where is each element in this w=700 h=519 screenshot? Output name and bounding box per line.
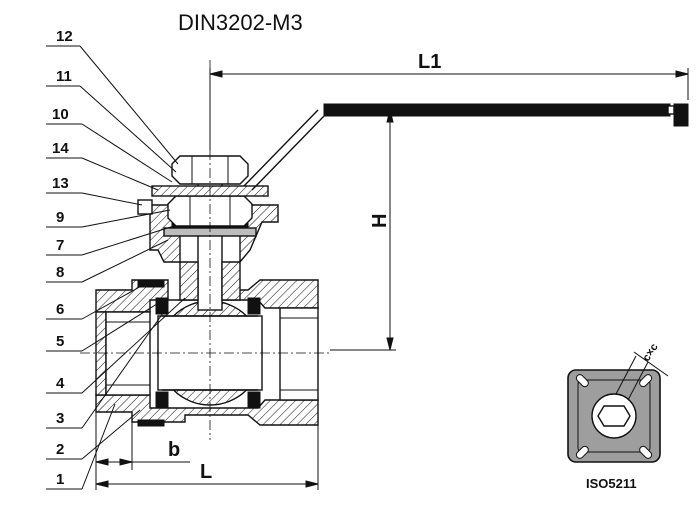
part-number: 12	[56, 28, 73, 45]
part-number: 10	[52, 106, 69, 123]
part-number: 9	[56, 209, 64, 226]
part-number: 6	[56, 301, 64, 318]
part-number: 4	[56, 375, 65, 392]
dimension-l1-label: L1	[418, 51, 441, 73]
iso5211-label: ISO5211	[586, 476, 637, 491]
part-number: 2	[56, 441, 64, 458]
part-number: 3	[56, 410, 64, 427]
part-number: 13	[52, 175, 69, 192]
part-callouts: 12 11 10 14 13 9 7 8 6 5 4 3	[46, 28, 186, 490]
dimension-h: H	[330, 109, 396, 351]
part-number: 11	[56, 68, 72, 85]
dimension-b: b	[95, 422, 190, 470]
iso5211-flange: c×c ISO5211	[567, 341, 669, 491]
dimension-b-label: b	[168, 439, 180, 461]
drawing-title: DIN3202-M3	[178, 10, 303, 35]
dimension-l1: L1	[209, 51, 689, 150]
part-number: 14	[52, 140, 69, 157]
iso5211-cxc-label: c×c	[640, 341, 660, 363]
part-number: 1	[56, 471, 64, 488]
dimension-l-label: L	[200, 461, 212, 483]
part-number: 7	[56, 237, 64, 254]
part-number: 8	[56, 264, 64, 281]
dimension-h-label: H	[369, 214, 391, 228]
dimension-l: L	[95, 412, 319, 490]
valve-body	[95, 279, 319, 426]
handle-lever	[243, 103, 689, 191]
part-number: 5	[56, 333, 64, 350]
